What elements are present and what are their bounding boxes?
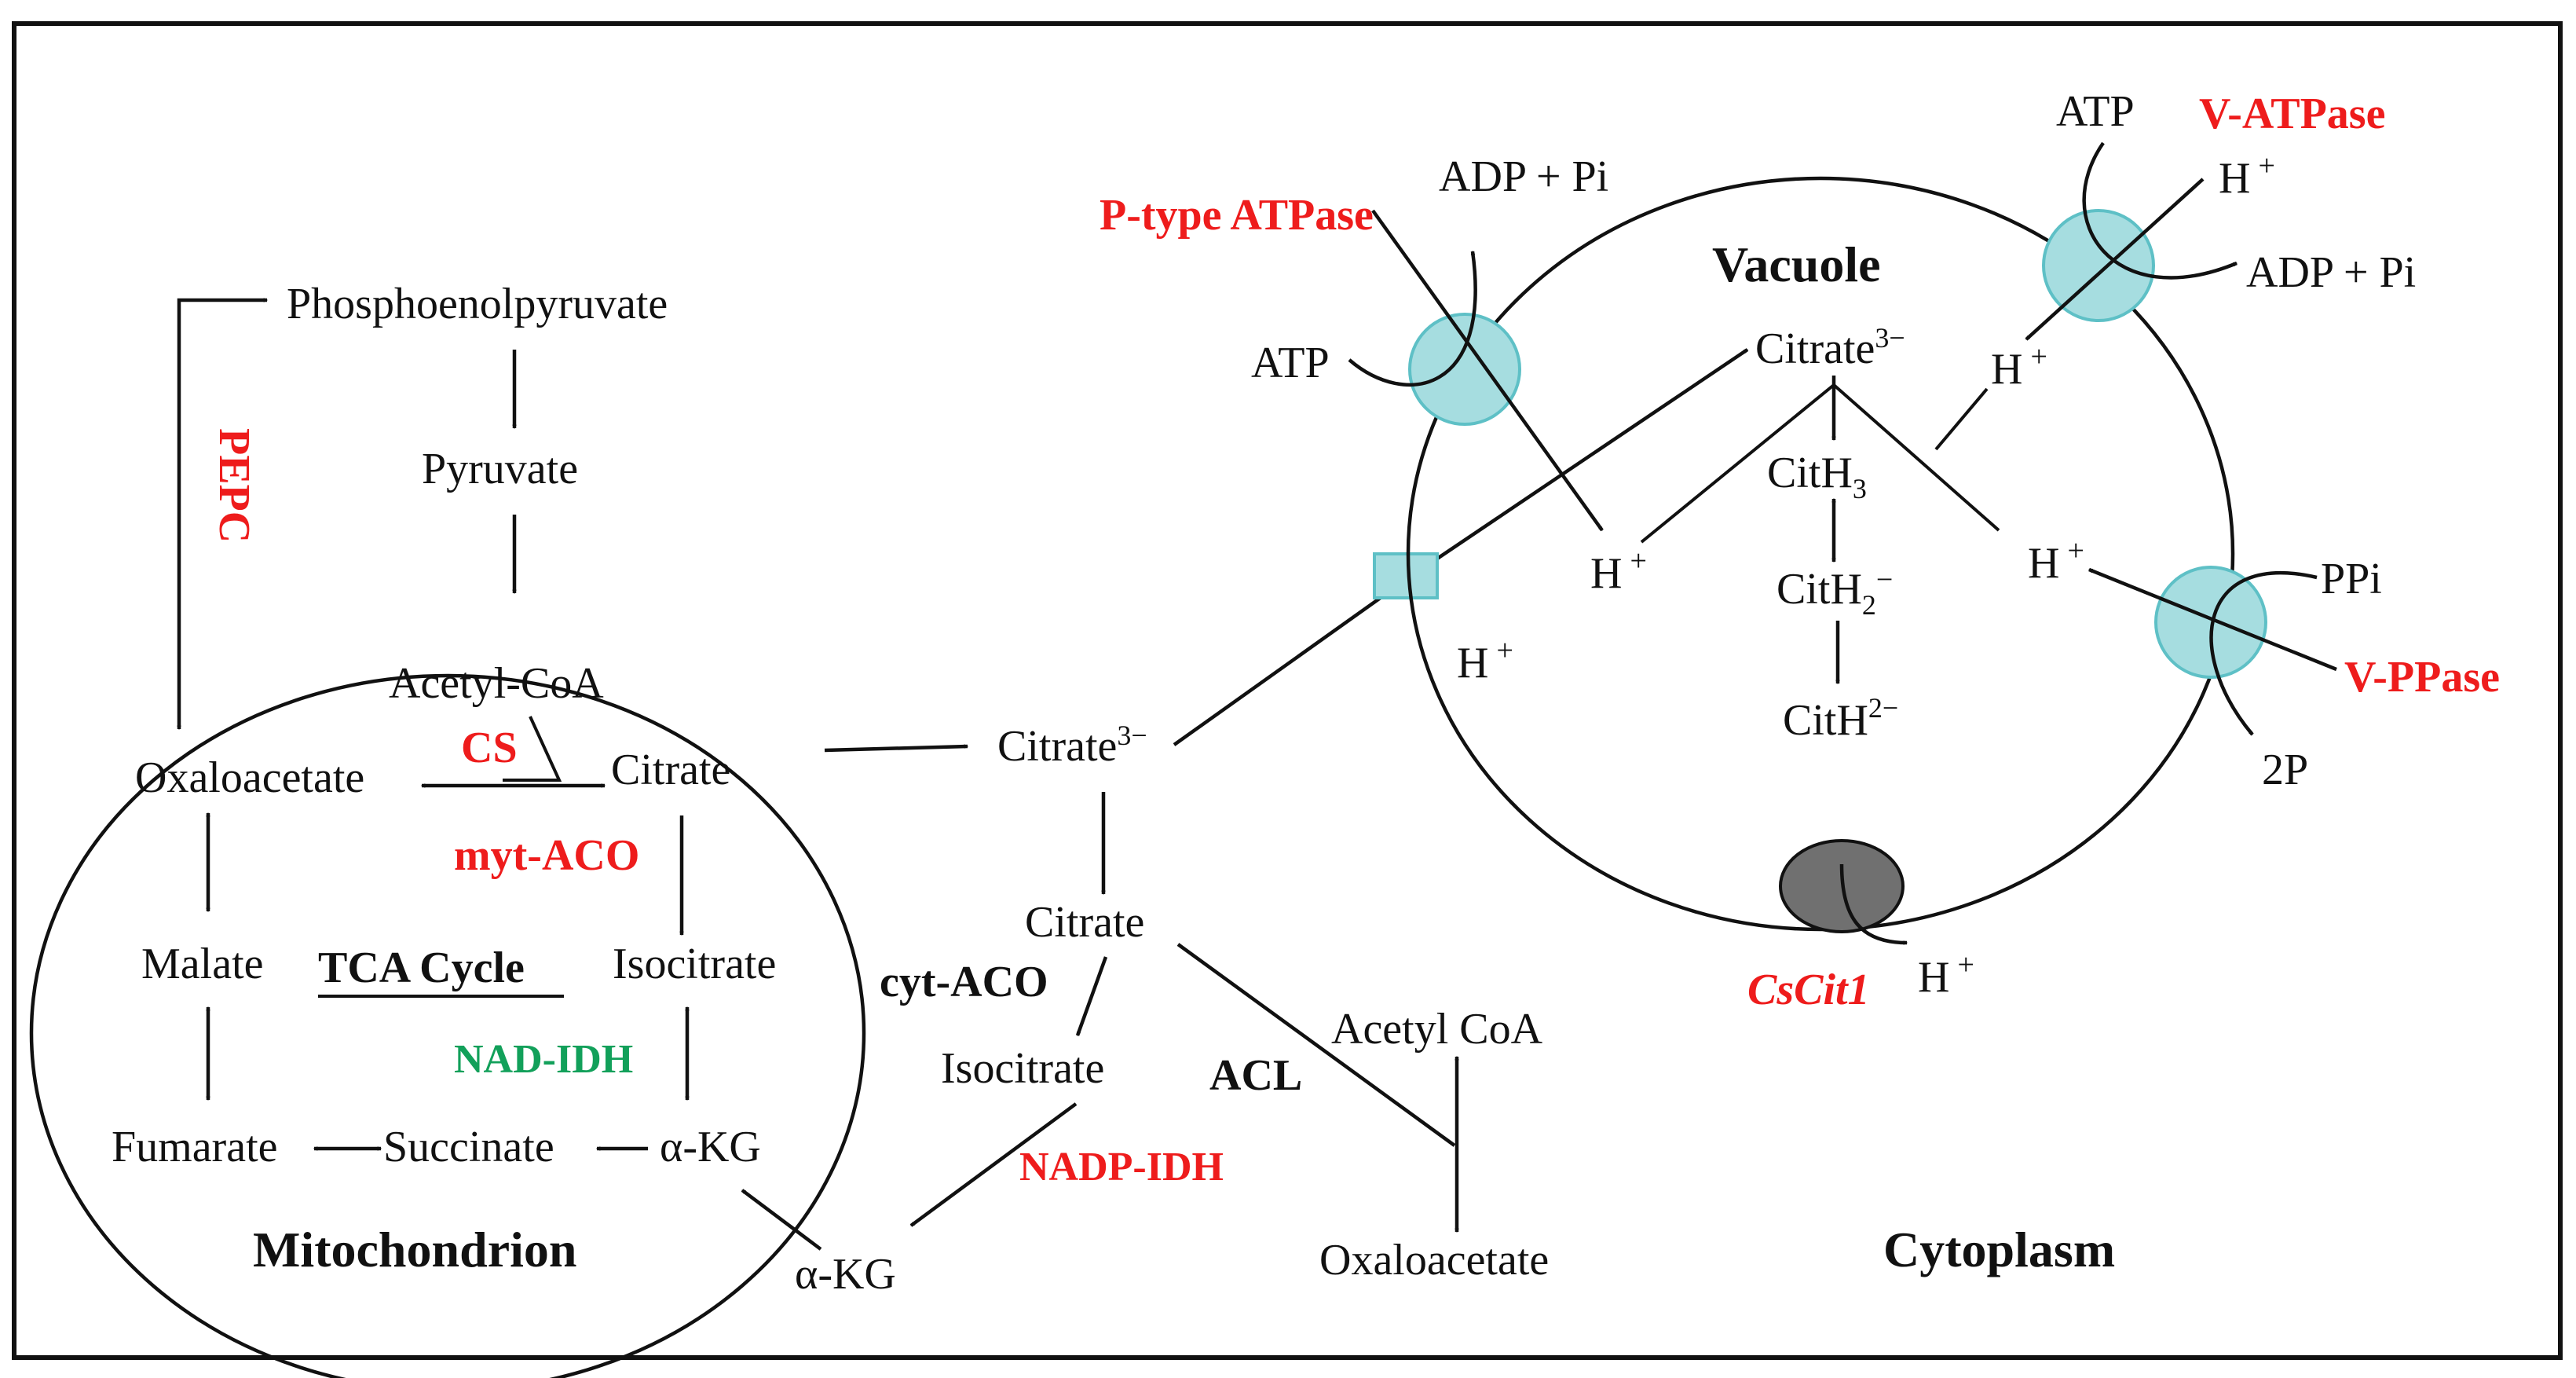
citrate-vac-label: Citrate3−: [1755, 322, 1905, 373]
cytoplasm-label: Cytoplasm: [1883, 1222, 2115, 1277]
adp-pi-left-label: ADP + Pi: [1439, 152, 1608, 201]
succinate-label: Succinate: [383, 1123, 554, 1171]
v-ppase-pump: [2154, 566, 2267, 679]
oxaloacetate-mito-label: Oxaloacetate: [135, 753, 364, 802]
figure-frame: [12, 21, 2563, 1360]
adp-pi-right-label: ADP + Pi: [2246, 248, 2416, 297]
citrate-h-right-line: [1832, 383, 2000, 532]
akg-cyto-label: α-KG: [795, 1250, 896, 1299]
nad-idh-label: NAD-IDH: [454, 1037, 633, 1082]
citrate-export-arrow: [824, 746, 968, 753]
h-vac-right-label: H+: [2028, 534, 2084, 588]
tca-cycle-label: TCA Cycle: [318, 944, 525, 992]
akg-reentry-arrow: [741, 1189, 822, 1251]
vacuole-label: Vacuole: [1712, 236, 1881, 292]
h-v-atpase-label: H+: [2219, 149, 2275, 203]
oxaloacetate-cyto-label: Oxaloacetate: [1319, 1236, 1549, 1285]
acetyl-coa-mito-label: Acetyl-CoA: [389, 659, 604, 708]
atp-right-label: ATP: [2056, 87, 2135, 136]
v-atpase-label: V-ATPase: [2199, 90, 2385, 138]
acl-label: ACL: [1209, 1051, 1302, 1100]
citrate-cyto2-label: Citrate: [1025, 898, 1144, 947]
citrate-h-left-line: [1640, 383, 1835, 544]
cscit1-proton-arrow: [1839, 863, 1907, 943]
citrate-transporter: [1373, 552, 1439, 599]
malate-label: Malate: [141, 940, 263, 988]
h-vac-left-label: H+: [1590, 544, 1647, 598]
acetyl-coa-cyto-label: Acetyl CoA: [1331, 1005, 1543, 1054]
p-type-atpase-pump: [1408, 313, 1521, 426]
isocitrate-mito-label: Isocitrate: [613, 940, 776, 988]
fumarate-label: Fumarate: [112, 1123, 277, 1171]
acl-line: [1176, 943, 1456, 1147]
two-p-label: 2P: [2262, 746, 2308, 794]
akg-mito-label: α-KG: [660, 1123, 761, 1171]
cith3-label: CitH3: [1767, 449, 1867, 504]
pepc-arrow: [179, 300, 267, 729]
v-ppase-ppi-arrow: [2209, 571, 2318, 736]
h-center-link-line: [1934, 387, 1989, 451]
h-vac-lower-label: H+: [1457, 634, 1513, 687]
acetyl-coa-entry-line: [503, 716, 562, 782]
mitochondrion-membrane: [29, 673, 866, 1378]
v-atpase-pump: [2042, 209, 2155, 322]
cyt-aco-arrow: [1075, 956, 1108, 1035]
p-type-atp-arrow: [1348, 251, 1477, 387]
myt-aco-label: myt-ACO: [454, 831, 639, 880]
p-type-proton-arrow: [1371, 209, 1604, 532]
h-vac-center-label: H+: [1991, 340, 2047, 394]
v-ppase-label: V-PPase: [2344, 653, 2500, 702]
h-cscit1-label: H+: [1918, 948, 1974, 1002]
pepc-label: PEPC: [210, 428, 258, 543]
isocitrate-cyto-label: Isocitrate: [941, 1044, 1104, 1093]
phosphoenolpyruvate-label: Phosphoenolpyruvate: [287, 280, 668, 328]
nadp-idh-arrow: [909, 1102, 1078, 1227]
pyruvate-label: Pyruvate: [422, 445, 578, 493]
mitochondrion-label: Mitochondrion: [253, 1222, 576, 1277]
cyt-aco-label: cyt-ACO: [880, 958, 1048, 1006]
p-type-atpase-label: P-type ATPase: [1100, 191, 1374, 240]
nadp-idh-label: NADP-IDH: [1019, 1145, 1224, 1189]
v-atpase-atp-arrow: [2082, 141, 2237, 280]
citrate-cyto-label: Citrate3−: [997, 720, 1147, 771]
cith2-label: CitH2−: [1776, 563, 1893, 621]
cscit1-label: CsCit1: [1747, 966, 1870, 1014]
cs-label: CS: [461, 724, 518, 772]
ppi-label: PPi: [2321, 555, 2382, 603]
atp-left-label: ATP: [1251, 339, 1330, 387]
cith-label: CitH2−: [1783, 692, 1898, 745]
citrate-mito-label: Citrate: [611, 746, 730, 794]
